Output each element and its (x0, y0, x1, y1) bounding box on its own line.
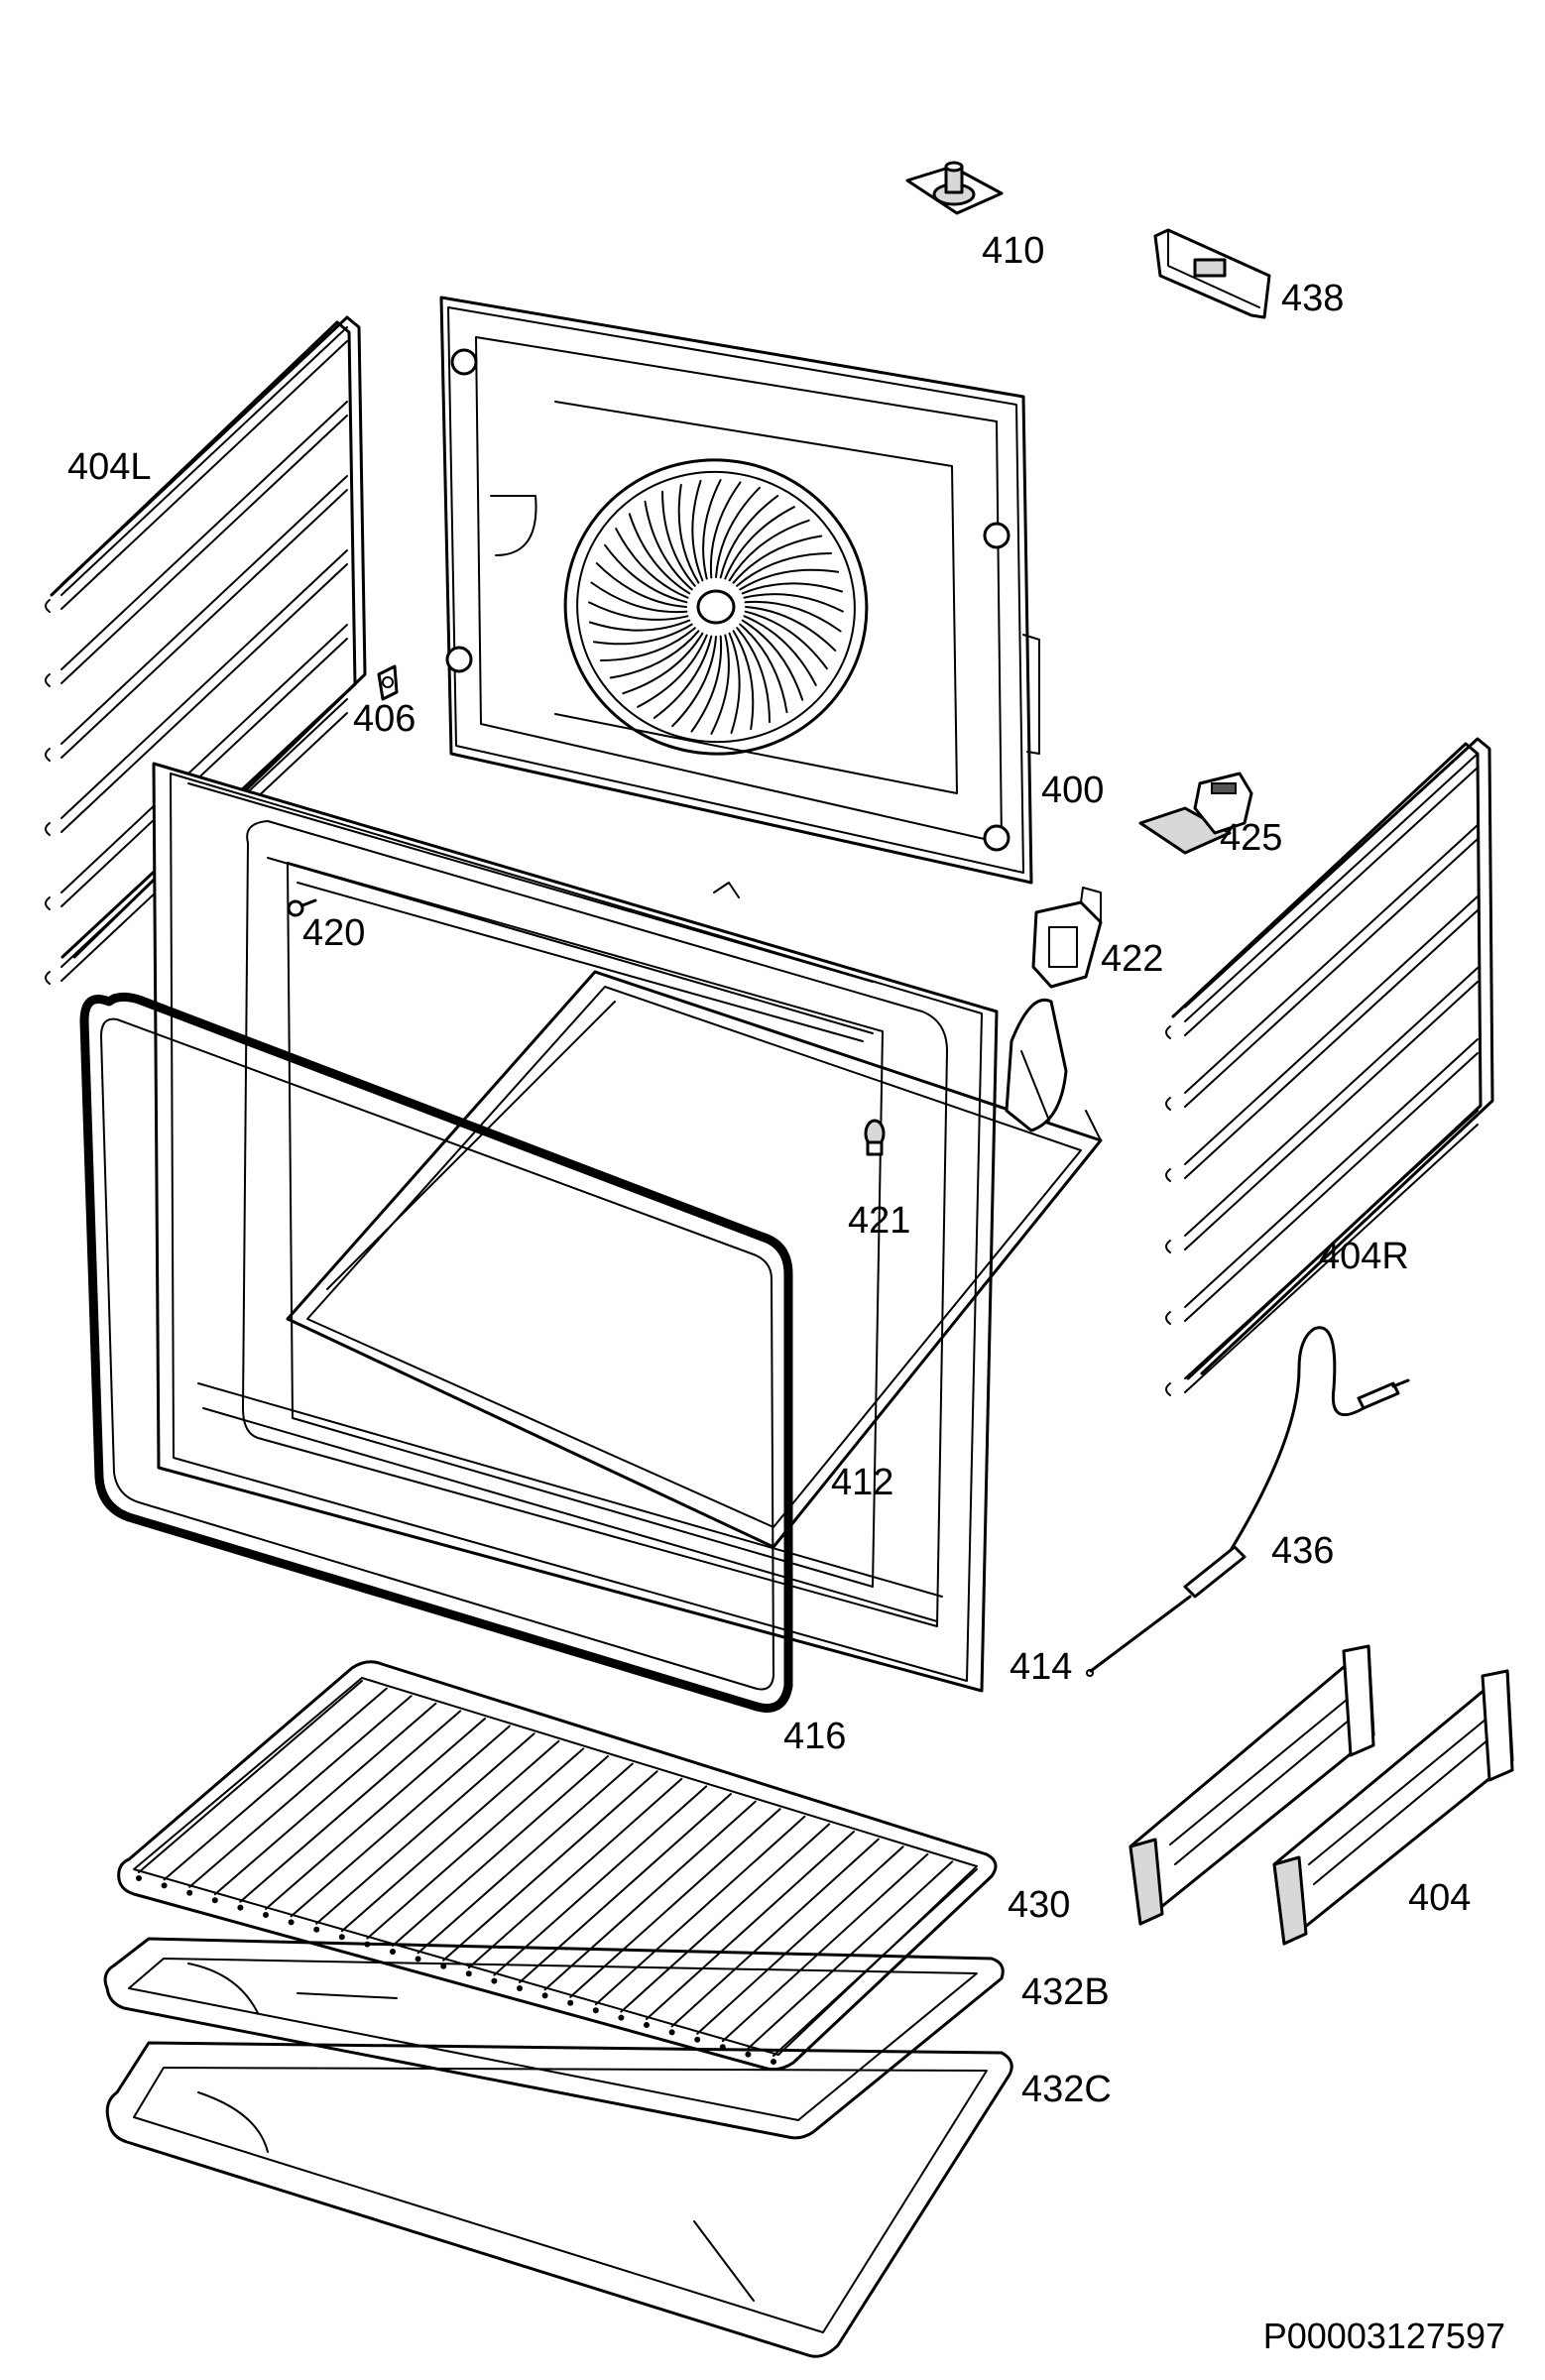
label-438: 438 (1281, 278, 1345, 319)
label-410: 410 (982, 230, 1045, 272)
part-438-bracket (1153, 228, 1271, 319)
label-432C: 432C (1021, 2069, 1112, 2110)
part-422-lamp-holder (1031, 887, 1103, 989)
label-425: 425 (1220, 817, 1283, 859)
part-404R-right-runner (1165, 737, 1494, 1396)
part-420-screw (287, 898, 317, 917)
label-420: 420 (302, 912, 366, 954)
part-406-clip (377, 664, 399, 701)
label-430: 430 (1008, 1884, 1071, 1926)
label-421: 421 (848, 1200, 911, 1242)
part-421-lamp (864, 1119, 886, 1156)
part-410-fan-motor-mount (905, 161, 1004, 215)
label-432B: 432B (1021, 1971, 1110, 2013)
part-425-switch (1138, 772, 1253, 855)
label-414: 414 (1010, 1646, 1073, 1688)
label-416: 416 (783, 1716, 847, 1757)
part-416-door-seal (79, 992, 793, 1713)
part-400-rear-panel (439, 296, 1040, 885)
label-412: 412 (831, 1462, 894, 1503)
label-404L: 404L (67, 446, 152, 488)
part-414-probe (1086, 1595, 1192, 1677)
label-406: 406 (353, 698, 416, 740)
label-422: 422 (1101, 938, 1164, 980)
label-400: 400 (1041, 770, 1105, 811)
part-430-wire-grill (117, 1660, 998, 2072)
label-404: 404 (1408, 1877, 1472, 1919)
lamp-cover (1005, 999, 1068, 1132)
label-404R: 404R (1319, 1236, 1409, 1277)
part-432C-tray (105, 2041, 1013, 2358)
part-436-temperature-sensor (1183, 1326, 1410, 1599)
part-432B-tray (103, 1937, 1005, 2140)
part-404-telescopic-runners (1129, 1644, 1514, 1946)
label-436: 436 (1271, 1530, 1335, 1572)
reference-code: P00003127597 (1262, 2316, 1505, 2356)
